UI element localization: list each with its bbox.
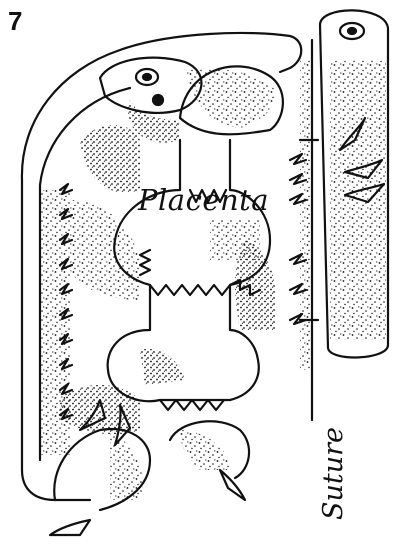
placenta-label: Placenta: [138, 183, 269, 217]
vascular-dot-top: [153, 95, 163, 105]
suture-label: Suture: [318, 427, 349, 520]
figure-number: 7: [8, 6, 22, 37]
placenta-fringe-lower: [160, 400, 224, 410]
ovule-lower-3: [50, 520, 90, 535]
